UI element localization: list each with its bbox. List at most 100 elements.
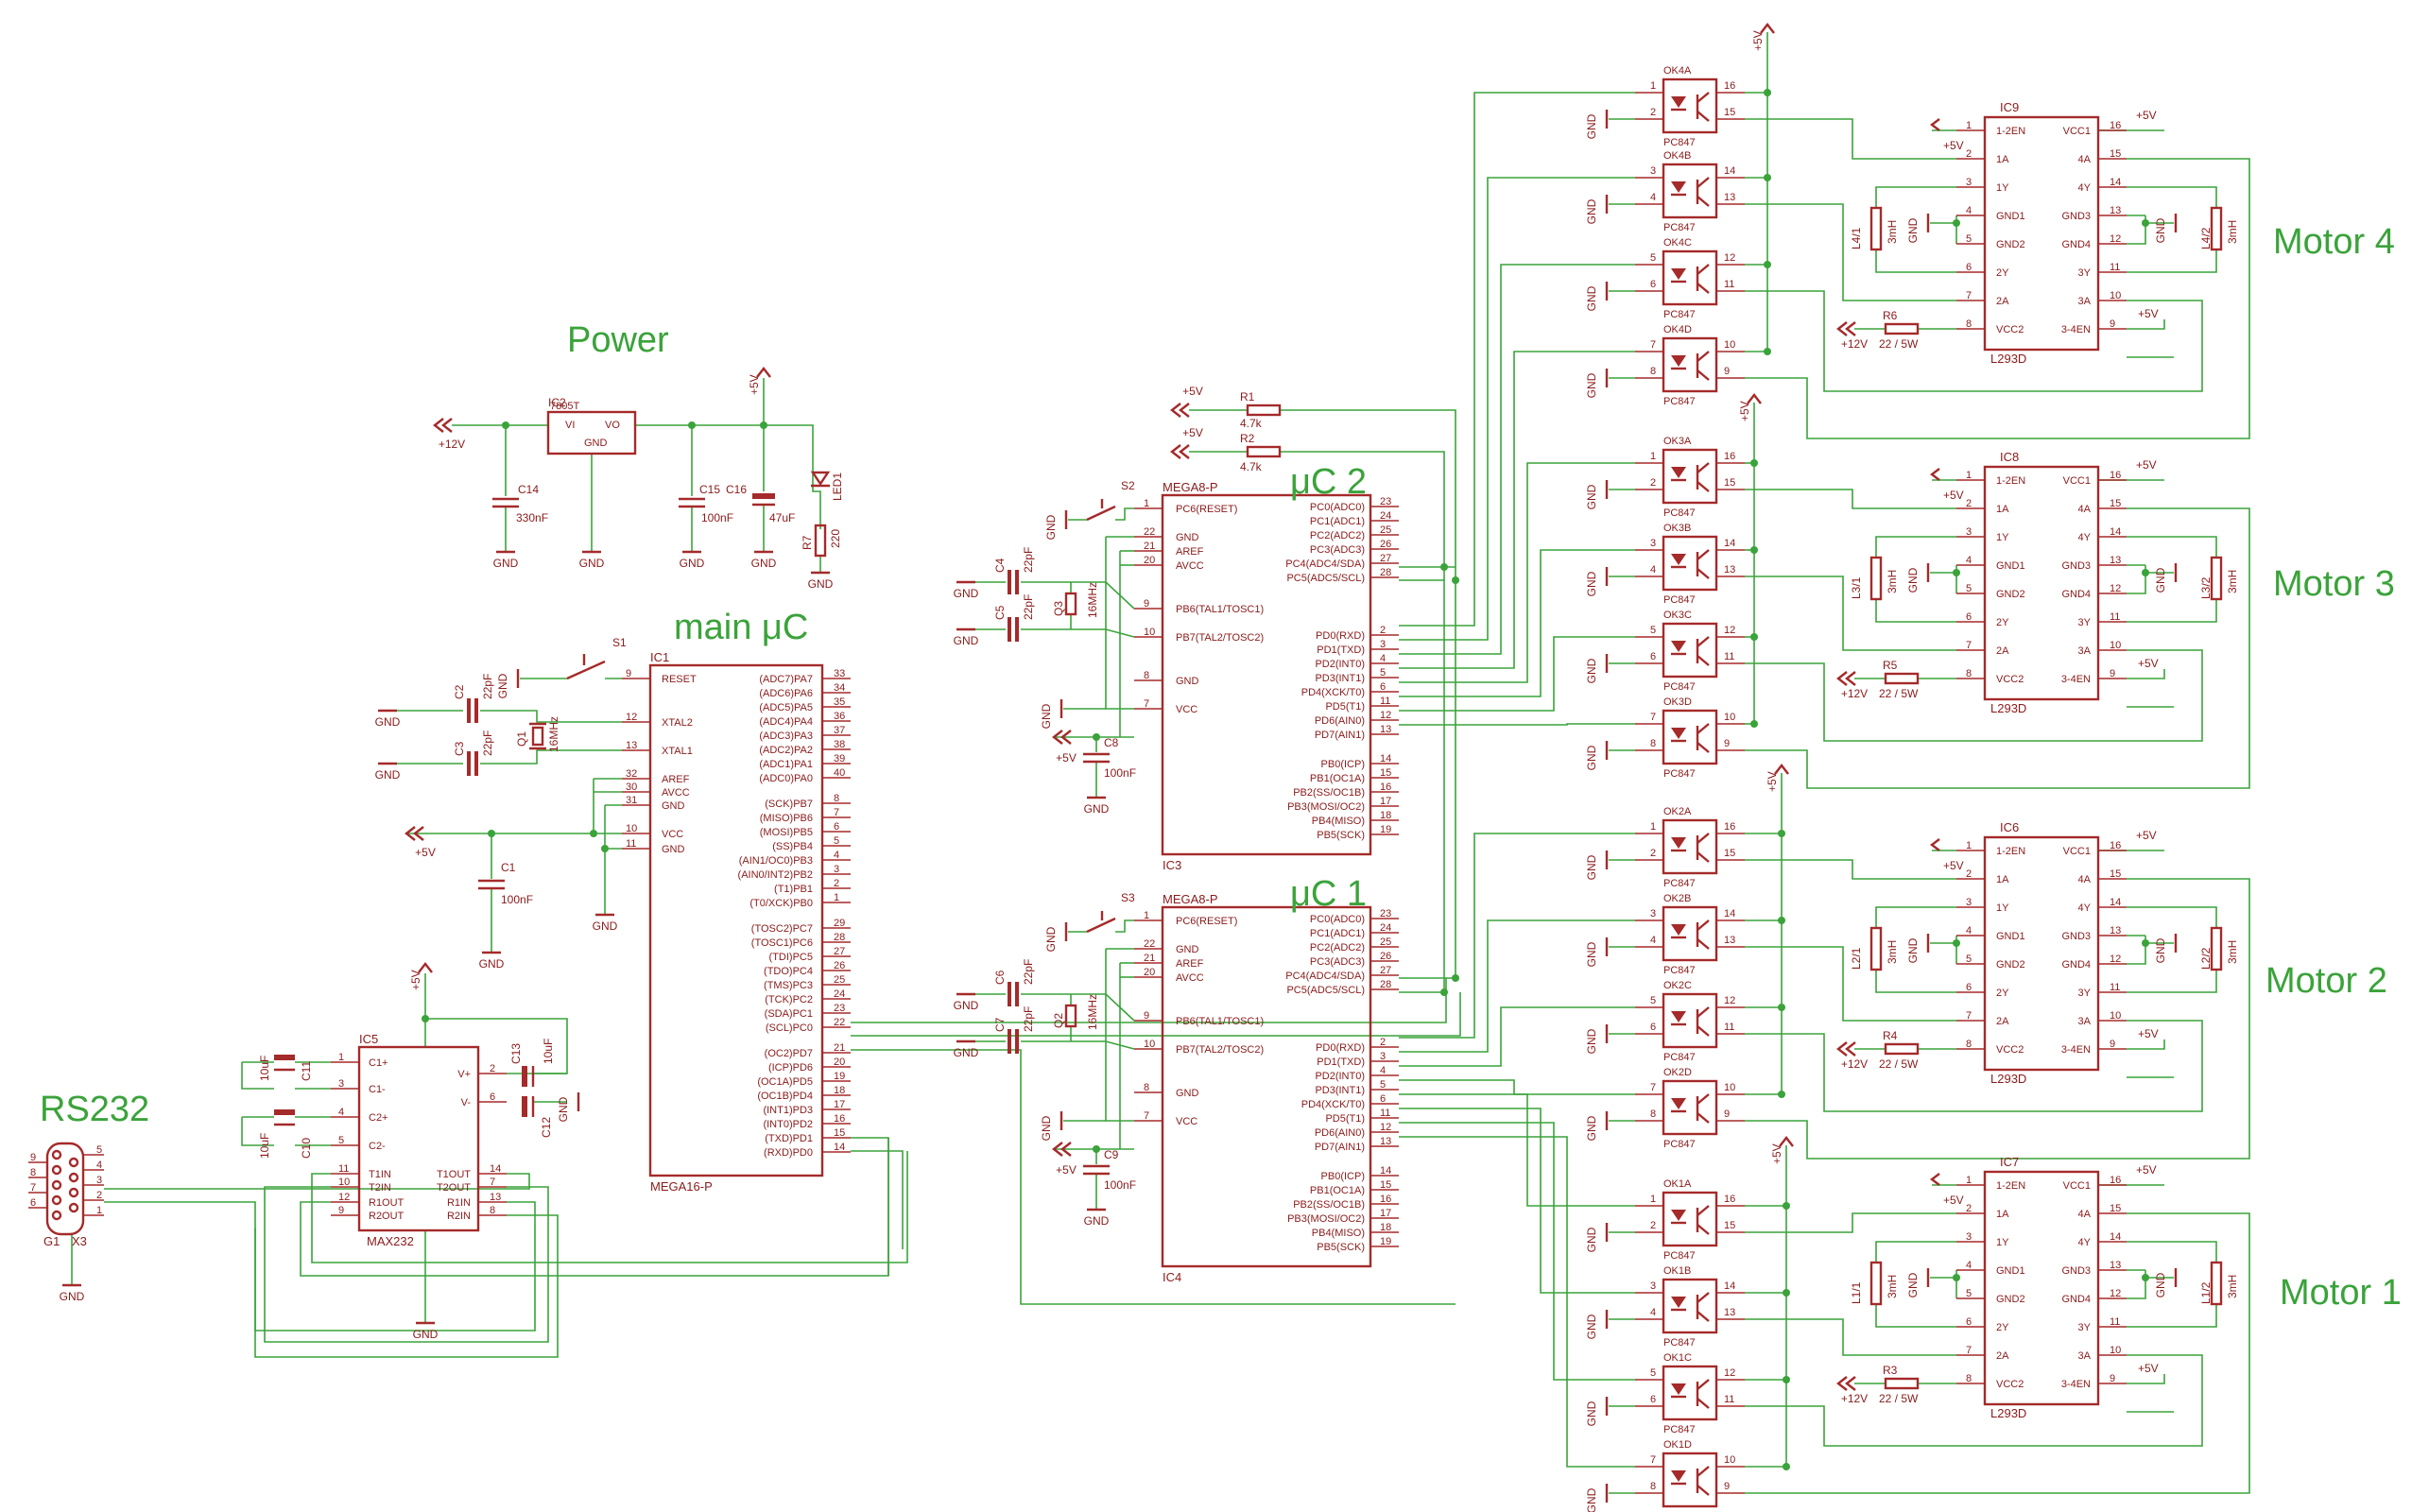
supply-arrow	[1845, 321, 1856, 336]
db9-pin-number: 7	[30, 1182, 36, 1194]
ic3-pin-label: PD5(T1)	[1325, 701, 1365, 713]
gnd-label: GND	[954, 999, 979, 1012]
supply-arrow	[1845, 1376, 1856, 1391]
optocoupler-transistor	[1697, 1224, 1710, 1235]
resistor	[1884, 1042, 1920, 1056]
ic3-crystal-name: Q3	[1052, 601, 1065, 616]
coil-1-value: 3mH	[1886, 1275, 1899, 1298]
ic1-pin-label: (TMS)PC3	[764, 980, 813, 991]
capacitor-plate	[1015, 617, 1019, 642]
ic4-pin-number: 12	[1380, 1122, 1391, 1133]
ok-pin-number: 16	[1724, 451, 1735, 462]
optocoupler-body	[1662, 1452, 1718, 1508]
optocoupler-transistor	[1697, 1006, 1710, 1018]
ok-pin-number: 15	[1724, 107, 1735, 118]
ic4-pin-number: 8	[1144, 1082, 1149, 1093]
ic3-switch-name: S2	[1121, 479, 1135, 492]
optocoupler-transistor	[1697, 92, 1710, 103]
gnd-label: GND	[1040, 1115, 1053, 1141]
ic4-pin-number: 13	[1380, 1136, 1391, 1147]
l293-pin-number: 11	[2110, 262, 2120, 273]
l293-pin-label: 4Y	[2078, 182, 2092, 194]
gnd-label: GND	[557, 1096, 570, 1122]
ok-pin-number: 4	[1650, 192, 1656, 203]
supply-arrow	[1845, 671, 1856, 686]
capacitor-plate	[1015, 1029, 1019, 1054]
ic3-pin-label: PB3(MOSI/OC2)	[1287, 801, 1365, 813]
supply-arrow	[1845, 1041, 1856, 1057]
ok-pin-number: 2	[1650, 1220, 1656, 1231]
wire	[2127, 936, 2146, 965]
db9-pin	[51, 1164, 62, 1176]
ic4-pin-label: PD0(RXD)	[1316, 1042, 1365, 1054]
junction-dot	[1750, 546, 1758, 554]
l293-pin-label: 3A	[2078, 296, 2092, 307]
optocoupler-type: PC847	[1663, 1250, 1696, 1262]
ic3-cap-a-value: 22pF	[1022, 547, 1035, 573]
c14-name: C14	[518, 483, 539, 496]
coil-1-name: L2/1	[1850, 947, 1863, 970]
supply-arrow	[433, 418, 444, 433]
optocoupler-type: PC847	[1663, 1424, 1696, 1435]
c13-plate	[522, 1066, 527, 1087]
ic5-pin-number: 1	[338, 1052, 344, 1063]
ic4-pin-number: 4	[1380, 1065, 1386, 1076]
wire	[635, 424, 821, 529]
ic4-crystal	[1064, 1004, 1077, 1028]
ic1-pin-label: (TDI)PC5	[769, 952, 813, 963]
ic3-pin-number: 1	[1144, 498, 1149, 509]
l293-name: IC7	[2000, 1155, 2019, 1169]
r2-value: 4.7k	[1240, 460, 1263, 473]
ic4-pin-label: PB1(OC1A)	[1310, 1185, 1365, 1196]
wire	[241, 1062, 274, 1090]
ic4-pin-label: PB4(MISO)	[1312, 1228, 1365, 1239]
ic4-pin-number: 9	[1144, 1010, 1149, 1022]
ic1-pin-number: 38	[834, 739, 845, 750]
l293-pin-label: 3-4EN	[2061, 1379, 2091, 1390]
wire	[1115, 507, 1134, 521]
supply-label: +5V	[748, 374, 761, 395]
l293-pin-number: 1	[1966, 120, 1972, 131]
coil-2-value: 3mH	[2226, 940, 2239, 964]
ic1-pin-number: 20	[834, 1057, 845, 1068]
wire	[2127, 906, 2217, 928]
gnd-label: GND	[808, 577, 834, 591]
ic1-pin-number: 15	[834, 1127, 845, 1139]
db9-pin-number: 4	[96, 1160, 102, 1171]
db9-pin	[68, 1187, 79, 1198]
coil-2-name: L4/2	[2199, 227, 2213, 249]
ok-pin-number: 14	[1724, 538, 1735, 549]
ic5-pin-number: 7	[490, 1177, 495, 1188]
ic5-pin-number: 13	[490, 1192, 501, 1203]
supply-arrow	[1836, 321, 1848, 336]
junction-dot	[1778, 1004, 1785, 1011]
wire	[1745, 946, 1956, 1022]
ic4-pin-number: 25	[1380, 936, 1391, 948]
db9-pin	[51, 1194, 62, 1206]
ic5-pin-number: 5	[338, 1135, 344, 1146]
l293-pin-number: 10	[2110, 290, 2121, 301]
ic4-pin-label: PB5(SCK)	[1317, 1242, 1365, 1253]
ic1-type: MEGA16-P	[650, 1179, 713, 1194]
ic1-pin-number: 24	[834, 988, 845, 1000]
ok-pin-number: 9	[1724, 366, 1730, 377]
gnd-label: GND	[375, 768, 401, 782]
c16-name: C16	[726, 483, 747, 496]
coil-2-name: L1/2	[2199, 1281, 2213, 1304]
wire	[1745, 203, 1956, 301]
ic5-pin-number: 12	[338, 1192, 350, 1203]
ic3-pin-label: PD6(AIN0)	[1315, 715, 1365, 727]
optocoupler-name: OK3A	[1663, 436, 1692, 447]
ic1-pin-number: 10	[626, 823, 637, 834]
ic1-pin-number: 33	[834, 668, 845, 679]
ok-pin-number: 2	[1650, 477, 1656, 489]
gnd-label: GND	[1906, 1272, 1920, 1297]
s1-name: S1	[612, 636, 627, 649]
ic4-cap-a-name: C6	[993, 970, 1007, 985]
gnd-label: GND	[2154, 1272, 2167, 1297]
l293-pin-label: 4A	[2078, 504, 2092, 515]
wire	[1399, 549, 1635, 697]
c2-value: 22pF	[481, 674, 494, 699]
ic3-pin-number: 24	[1380, 510, 1391, 522]
junction-dot	[2142, 1274, 2149, 1281]
